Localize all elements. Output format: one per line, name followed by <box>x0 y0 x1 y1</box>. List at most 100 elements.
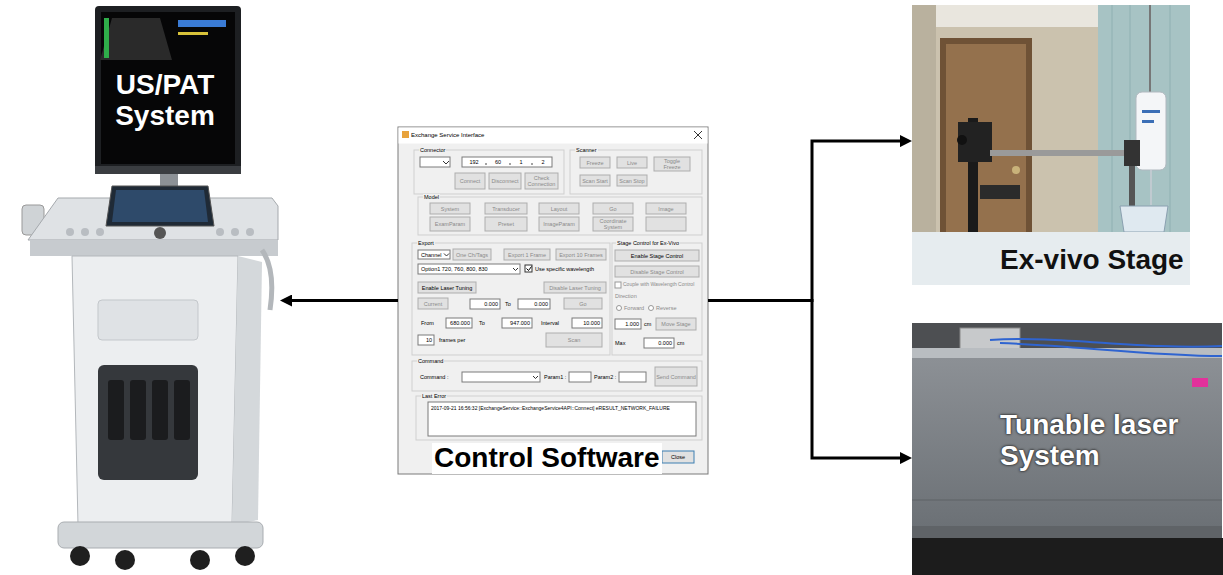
combo-arrow <box>443 161 449 164</box>
ui-text: cm <box>644 321 651 327</box>
combo-box <box>418 250 450 259</box>
input-box <box>569 372 591 382</box>
wheel <box>190 550 210 570</box>
ui-button <box>654 157 690 171</box>
ui-text: Command : <box>420 374 448 380</box>
ui-text: 10.000 <box>583 320 600 326</box>
panel-key <box>81 228 89 236</box>
panel-key <box>231 228 239 236</box>
panel-key <box>96 228 104 236</box>
post-mount <box>958 122 992 162</box>
ui-text: 1 <box>519 159 522 165</box>
close-icon <box>694 131 702 139</box>
touch-screen <box>106 186 214 226</box>
ui-text: Close <box>671 454 685 460</box>
screen-colorbar <box>104 18 109 58</box>
window-title: Exchange Service Interface <box>411 132 484 139</box>
ip-dot <box>509 163 510 164</box>
panel-key <box>66 228 74 236</box>
group-label: Export <box>417 240 435 246</box>
housing-seam <box>912 500 1222 501</box>
ui-button <box>489 173 521 189</box>
probe-port <box>152 380 168 440</box>
tunable-laser-photo: Tunable laser System <box>912 323 1222 575</box>
mount-knob <box>957 135 967 145</box>
wheel <box>235 546 255 566</box>
ui-text: Coordinate System <box>594 218 632 230</box>
monitor-bezel <box>95 166 241 174</box>
probe-holder-rod <box>1129 166 1135 206</box>
ui-button <box>646 203 686 214</box>
optical-fiber <box>990 339 1222 347</box>
ui-button <box>615 266 699 277</box>
ui-text: Live <box>627 159 637 165</box>
radio-button <box>617 306 622 311</box>
ui-text: Param1 : <box>544 374 566 380</box>
machine-side <box>232 256 262 525</box>
ui-text: ImageParam <box>543 221 575 227</box>
ultrasound-system: US/PAT System <box>5 5 280 570</box>
ui-text: Channel <box>421 251 442 257</box>
probe-port <box>108 380 124 440</box>
input-box <box>572 318 602 328</box>
ui-button <box>525 173 558 189</box>
ui-text: Preset <box>498 221 514 227</box>
ui-button <box>455 173 485 189</box>
checkmark <box>527 267 532 271</box>
connector-arrow <box>290 299 398 302</box>
ui-button <box>556 249 606 260</box>
node-label: US/PAT System <box>100 70 230 132</box>
control-software-window: Control Software <box>398 127 708 474</box>
ui-text: Disable Laser Tuning <box>549 284 601 290</box>
screen-widget <box>178 20 226 27</box>
ultrasound-image <box>100 18 172 60</box>
ui-text: 2017-09-21 16:56:32 [ExchangeService::Ex… <box>431 406 670 412</box>
ui-button <box>593 217 633 231</box>
input-box <box>446 318 472 328</box>
ui-text: cm <box>677 340 684 346</box>
wheel <box>70 546 90 566</box>
sticker <box>1192 378 1208 387</box>
checkbox <box>525 265 532 272</box>
ui-text: Layout <box>551 205 568 211</box>
combo-box <box>462 372 540 382</box>
ui-text: Max <box>615 340 625 346</box>
ui-text: Disconnect <box>491 178 518 184</box>
ui-button <box>418 298 448 309</box>
ui-button <box>593 203 633 214</box>
machine-vent <box>98 300 198 340</box>
input-box <box>615 319 641 329</box>
panel-key <box>246 228 254 236</box>
ui-text: Go <box>609 205 616 211</box>
machine-base <box>58 522 263 548</box>
combo-arrow <box>533 376 538 379</box>
ui-text: Couple with Wavelength Control <box>623 282 694 288</box>
door-knob <box>1012 166 1020 174</box>
group-label: Model <box>423 194 440 200</box>
ui-button <box>430 217 470 231</box>
ui-text: Interval <box>541 320 559 326</box>
input-box <box>619 372 646 382</box>
ui-button <box>655 367 697 386</box>
probe-port <box>174 380 190 440</box>
monitor-screen <box>101 12 235 164</box>
ui-button <box>539 203 579 214</box>
ui-text: To <box>505 301 511 307</box>
group-box <box>414 150 564 194</box>
ui-text: 680.000 <box>450 320 470 326</box>
ui-button <box>453 249 491 260</box>
ui-text: Connect <box>460 178 481 184</box>
ui-button <box>485 217 527 231</box>
ui-text: Use specific wavelength <box>535 265 594 271</box>
curtain-fold <box>1112 5 1113 232</box>
ui-text: Move Stage <box>661 321 690 327</box>
ip-dot <box>485 163 486 164</box>
group-box <box>412 361 702 391</box>
iv-bag <box>1136 92 1166 170</box>
input-box <box>418 335 434 345</box>
iv-bag-mark <box>1142 110 1160 113</box>
touch-screen-display <box>112 190 208 222</box>
screen-widget <box>178 32 208 35</box>
radio-button <box>649 306 654 311</box>
